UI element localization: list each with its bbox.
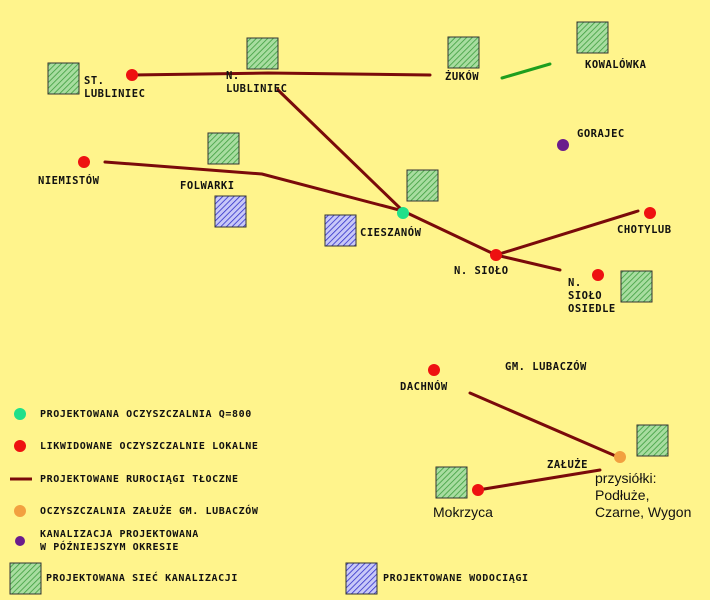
legend-water-network: PROJEKTOWANE WODOCIĄGI [383,573,529,584]
pipeline-mokrzyca-zaluze [476,468,602,492]
local-plant-n-siolo-osiedle [592,269,604,281]
sewer-square-st-lubliniec [47,62,80,95]
local-plant-n-siolo [490,249,502,261]
sewer-square-zukow [447,36,480,69]
pipeline-n-siolo-chotylub [494,209,640,257]
legend-icon-closed-plants [14,440,26,452]
water-network-squares [214,195,357,247]
label-kowalowka: KOWALÓWKA [585,59,647,71]
label-cieszanow: CIESZANÓW [360,227,422,239]
legend-icon-sewer-network [9,562,42,595]
label-chotylub: CHOTYLUB [617,224,672,236]
pipeline-n-lubliniec-cieszanow [276,88,405,213]
legend-icon-later-sewer [15,536,25,546]
label-gorajec: GORAJEC [577,128,625,140]
link-zukow-kowalowka [500,62,552,80]
water-square-cieszanow [324,214,357,247]
pipeline-niemistow-cieszanow [103,160,405,213]
label-mokrzyca: Mokrzyca [433,504,493,520]
sewer-square-zaluze [636,424,669,457]
label-dachnow: DACHNÓW [400,381,448,393]
treatment-plant-cieszanow [397,207,409,219]
pipeline-network [103,71,640,492]
map-points [78,69,656,496]
local-plant-chotylub [644,207,656,219]
legend-later-sewer: KANALIZACJA PROJEKTOWANA W PÓŹNIEJSZYM O… [40,529,199,553]
label-n-siolo-osiedle: N. SIOŁO OSIEDLE [568,277,616,315]
legend-icon-zaluze-plant [14,505,26,517]
label-niemistow: NIEMISTÓW [38,175,100,187]
legend-sewer-network: PROJEKTOWANA SIEĆ KANALIZACJI [46,573,238,584]
legend-zaluze-plant: OCZYSZCZALNIA ZAŁUŻE GM. LUBACZÓW [40,506,259,517]
sewer-square-kowalowka [576,21,609,54]
label-st-lubliniec: ST. LUBLINIEC [84,75,146,100]
water-square-folwarki [214,195,247,228]
sewer-square-cieszanow [406,169,439,202]
legend-icon-new-plant [14,408,26,420]
label-zaluze: ZAŁUŻE [547,459,588,471]
label-gm-lubaczow: GM. LUBACZÓW [505,361,587,373]
legend-new-plant: PROJEKTOWANA OCZYSZCZALNIA Q=800 [40,409,252,420]
local-plant-mokrzyca [472,484,484,496]
legend-pipelines: PROJEKTOWANE RUROCIĄGI TŁOCZNE [40,474,239,485]
local-plant-dachnow [428,364,440,376]
sewer-network-squares [47,21,669,499]
label-przysiolki: przysiółki: Podłuże, Czarne, Wygon [595,470,692,520]
local-plant-niemistow [78,156,90,168]
pipeline-dachnow-zaluze [468,391,620,459]
label-folwarki: FOLWARKI [180,180,235,192]
label-n-siolo: N. SIOŁO [454,265,509,277]
sewer-square-mokrzyca [435,466,468,499]
legend-closed-plants: LIKWIDOWANE OCZYSZCZALNIE LOKALNE [40,441,259,452]
later-sewer-gorajec [557,139,569,151]
legend-symbols [9,408,378,595]
zaluze-plant [614,451,626,463]
pipeline-st-lubliniec-zukow [130,71,432,77]
legend-icon-water-network [345,562,378,595]
label-n-lubliniec: N. LUBLINIEC [226,70,288,95]
sewer-square-n-siolo-osiedle [620,270,653,303]
sewer-square-n-lubliniec [246,37,279,70]
sewer-square-folwarki [207,132,240,165]
local-plant-st-lubliniec [126,69,138,81]
label-zukow: ŻUKÓW [445,71,480,83]
pipeline-n-siolo-osiedle [494,253,562,272]
pipeline-cieszanow-n-siolo [401,209,498,257]
